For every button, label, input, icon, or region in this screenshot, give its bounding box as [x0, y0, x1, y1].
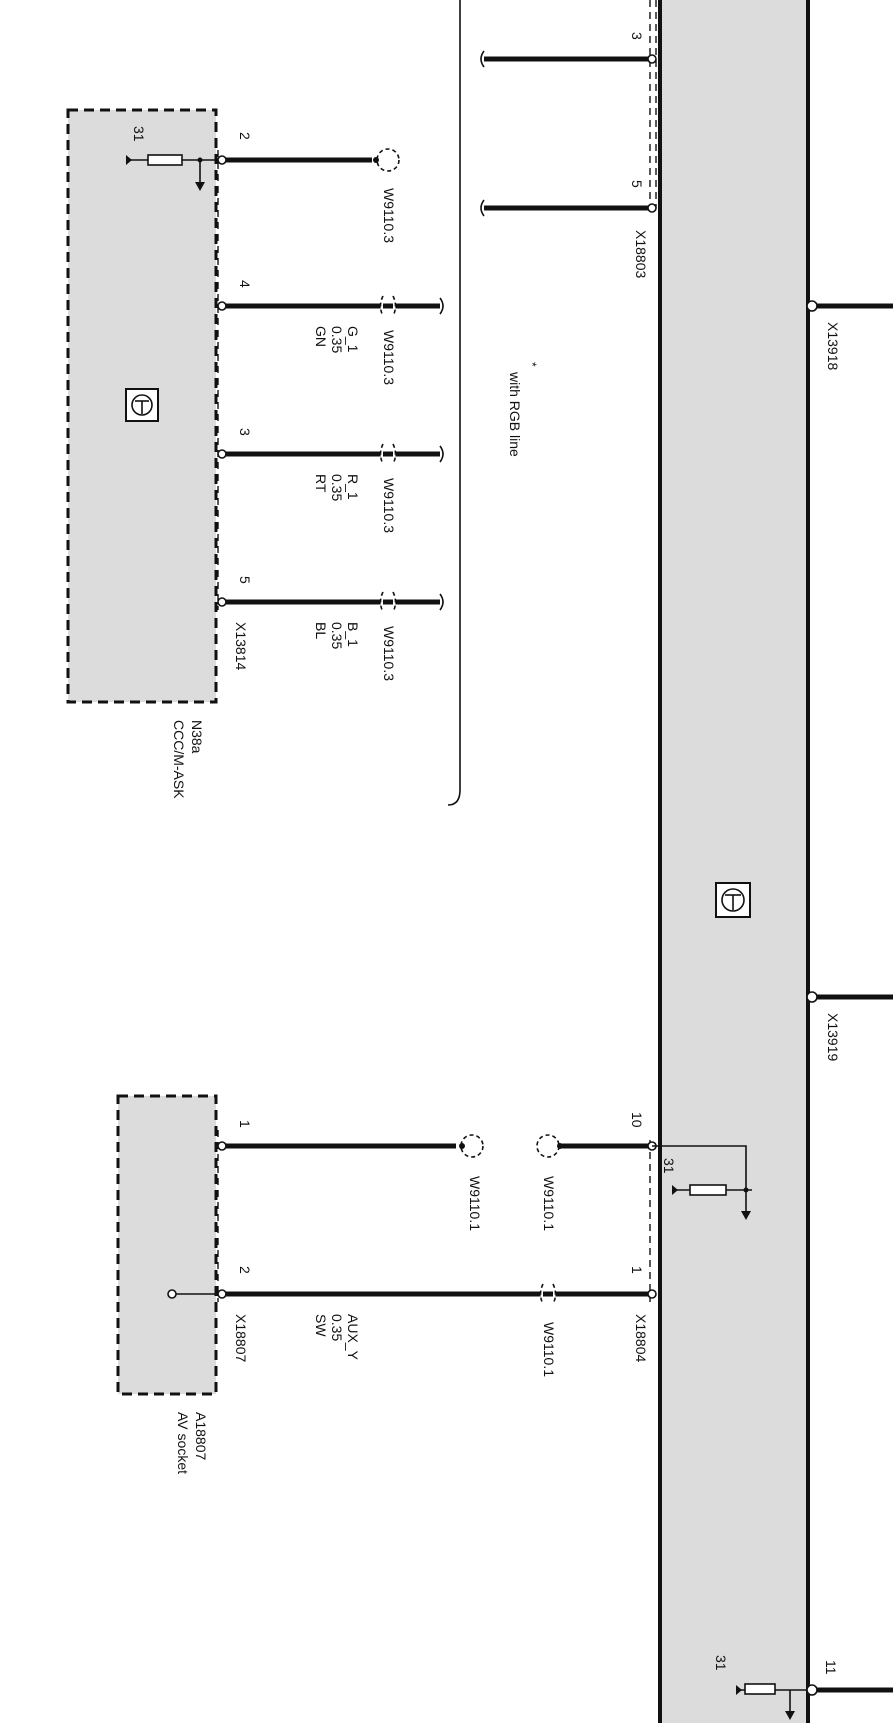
n38a-module: 31 — [66, 108, 219, 704]
n38a-pin5-label: 5 — [237, 576, 253, 584]
n38a-pin3-wire-r1: 3 R_1 0.35 RT W9110.3 — [217, 428, 444, 533]
main-module — [658, 0, 810, 1723]
x13918-wire: X13918 — [806, 300, 893, 370]
socket-pin-icon — [167, 1289, 177, 1299]
main-module-body — [660, 0, 808, 1723]
x13918-label: X13918 — [825, 322, 841, 370]
n38a-ref-label: N38a — [189, 720, 205, 754]
splice-w9110-3-a: W9110.3 — [381, 188, 397, 243]
x18804-pin1-label: 1 — [629, 1266, 645, 1274]
n38a-pin2-label: 2 — [237, 132, 253, 140]
n38a-pin4-label: 4 — [237, 280, 253, 288]
wire-aux-signal: AUX_Y — [345, 1314, 361, 1361]
x18803-connector — [649, 0, 657, 208]
wire-b1-signal: B_1 — [345, 622, 361, 647]
splice-w9110-1-a: W9110.1 — [467, 1176, 483, 1231]
ground-resistor-icon: 31 — [652, 1145, 752, 1220]
x13919-wire: X13919 — [806, 991, 893, 1061]
wire-g1-size: 0.35 — [329, 326, 345, 353]
wire-r1-color: RT — [313, 474, 329, 493]
ground-31-label-n38a: 31 — [131, 126, 147, 142]
ground-resistor-icon — [126, 154, 218, 191]
note-asterisk: * — [525, 362, 539, 367]
ground-resistor-icon: 31 — [713, 1655, 806, 1720]
wire-aux-color: SW — [313, 1314, 329, 1337]
x18803-pin5-wire: 5 — [480, 180, 657, 217]
wire-aux-size: 0.35 — [329, 1314, 345, 1341]
splice-w9110-1-b: W9110.1 — [541, 1176, 557, 1231]
a18807-name-label: AV socket — [175, 1412, 191, 1474]
ground-31-label-bottom: 31 — [713, 1655, 729, 1671]
x18804-pin11-wire: 11 — [806, 1660, 893, 1696]
wire-r1-size: 0.35 — [329, 474, 345, 501]
splice-w9110-3-d: W9110.3 — [381, 626, 397, 681]
splice-w9110-1-c: W9110.1 — [541, 1322, 557, 1377]
a18807-pin1-label: 1 — [237, 1120, 253, 1128]
wire-g1-color: GN — [313, 326, 329, 347]
x18803-pin3-label: 3 — [629, 32, 645, 40]
option-bracket — [447, 0, 461, 806]
n38a-pin3-label: 3 — [237, 428, 253, 436]
n38a-pin2-wire: 2 W9110.3 — [217, 132, 400, 243]
x18807-label: X18807 — [233, 1314, 249, 1362]
wire-b1-size: 0.35 — [329, 622, 345, 649]
ground-31-label-main: 31 — [661, 1158, 677, 1174]
x18804-pin10-wire: 10 W9110.1 — [536, 1112, 657, 1231]
transistor-symbol-icon — [125, 388, 159, 422]
a18807-ref-label: A18807 — [193, 1412, 209, 1460]
x18803-pin3-wire: 3 — [480, 32, 657, 68]
splice-w9110-3-c: W9110.3 — [381, 478, 397, 533]
n38a-pin5-wire-b1: 5 B_1 0.35 BL W9110.3 X13814 — [217, 576, 444, 681]
a18807-pin1-wire: 1 W9110.1 — [217, 1120, 484, 1231]
n38a-name-label: CCC/M-ASK — [171, 720, 187, 799]
x13814-label: X13814 — [233, 622, 249, 670]
x13919-label: X13919 — [825, 1013, 841, 1061]
x18803-pin5-label: 5 — [629, 180, 645, 188]
aux-y-wire: 2 1 AUX_Y 0.35 SW W9110.1 X18807 X18804 — [217, 1266, 657, 1377]
wire-b1-color: BL — [313, 622, 329, 639]
a18807-module — [116, 1094, 219, 1396]
splice-w9110-3-b: W9110.3 — [381, 330, 397, 385]
note-rgb-line: with RGB line — [507, 371, 523, 457]
transistor-symbol-icon — [715, 882, 751, 918]
wire-r1-signal: R_1 — [345, 474, 361, 500]
x18804-pin11-label: 11 — [823, 1660, 839, 1675]
x18804-pin10-label: 10 — [629, 1112, 645, 1128]
wire-g1-signal: G_1 — [345, 326, 361, 353]
a18807-pin2-label: 2 — [237, 1266, 253, 1274]
x18804-label: X18804 — [633, 1314, 649, 1362]
x18803-label: X18803 — [633, 230, 649, 278]
n38a-pin4-wire-g1: 4 G_1 0.35 GN W9110.3 — [217, 280, 444, 385]
